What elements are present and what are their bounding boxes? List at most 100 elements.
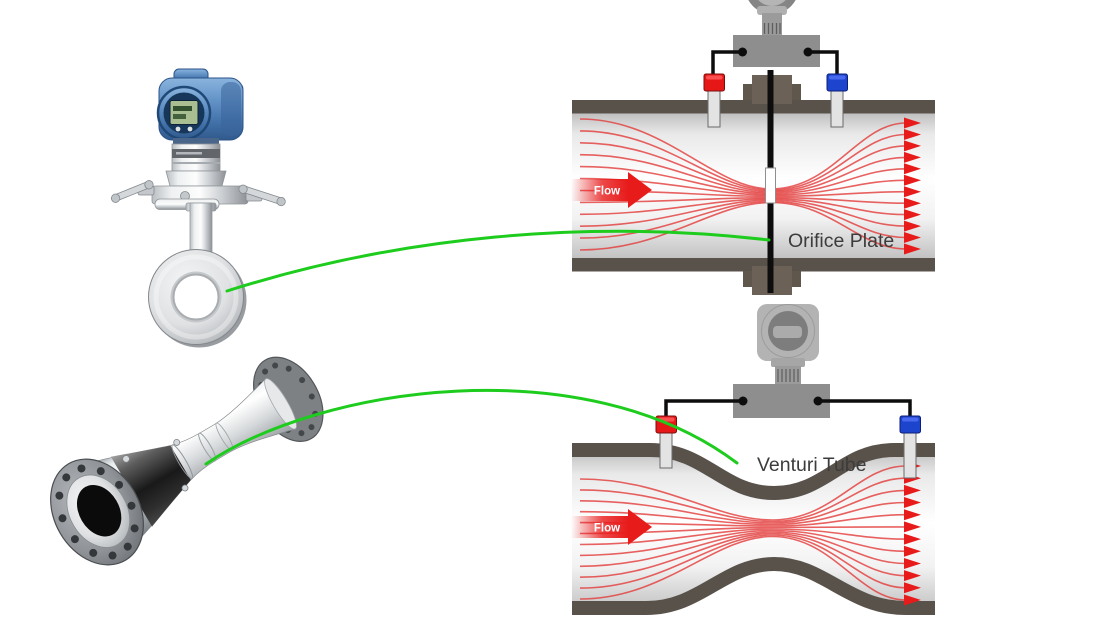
tap-bolt: [122, 455, 130, 463]
connector-line-venturi: [204, 388, 739, 466]
label-band-text: [176, 152, 202, 155]
orifice-diagram: Flow: [571, 0, 935, 295]
housing-side-shade: [221, 82, 241, 136]
flow-streamline: [579, 501, 907, 526]
sensor-module: [165, 170, 227, 187]
transmitter-collar: [771, 358, 805, 367]
venturi-tube-label: Venturi Tube: [757, 454, 867, 476]
flange-bolt-hole: [123, 542, 132, 551]
flow-streamline: [579, 528, 907, 546]
flow-arrow-head: [628, 172, 652, 208]
valve-handle-right: [238, 184, 286, 207]
flange-bolt-hole: [96, 467, 105, 476]
flange-bolt-hole: [58, 514, 67, 523]
cylinder-groove: [172, 162, 220, 164]
neck-threads: [763, 23, 781, 34]
flow-arrowhead: [904, 163, 921, 175]
flange-bolt-hole: [70, 535, 79, 544]
flow-streamline: [579, 489, 907, 524]
handle-knob: [276, 196, 286, 207]
flow-arrowhead: [904, 117, 921, 129]
tap-valve-low-blue: [899, 415, 921, 479]
flow-arrowhead: [904, 521, 921, 533]
flange-bolt-hole: [308, 424, 315, 431]
lcd-button: [187, 126, 193, 132]
pipe-wall-top: [572, 100, 935, 114]
handle-knob: [144, 180, 154, 190]
valve-stem: [707, 87, 721, 128]
flange-tab: [791, 271, 801, 287]
valve-stem: [830, 87, 844, 128]
flow-arrow-label: Flow: [594, 523, 620, 535]
flange-bolt-hole: [89, 548, 98, 557]
flow-streamline: [579, 535, 907, 601]
lcd-screen: [169, 100, 199, 125]
flow-arrowhead: [904, 533, 921, 545]
flange-inlet-holes: [55, 464, 139, 560]
flow-arrowhead: [904, 174, 921, 186]
flange-tab: [743, 84, 753, 100]
handle-knob: [238, 184, 248, 194]
venturi-tube-photo: [50, 356, 324, 566]
flow-arrow: Flow: [571, 172, 652, 208]
flow-streamline: [579, 529, 907, 557]
flow-arrowhead: [904, 582, 921, 594]
flow-arrow-label: Flow: [594, 186, 620, 198]
flow-streamline: [579, 532, 907, 578]
flange-bolt-hole: [115, 480, 124, 489]
flange-tab: [743, 271, 753, 287]
streamlines-venturi: [579, 460, 921, 606]
flow-streamline: [579, 465, 907, 521]
tap-bolt: [173, 439, 181, 446]
flow-arrowhead: [904, 220, 921, 232]
housing-base-band: [173, 138, 219, 145]
flow-arrow-body: [571, 516, 628, 538]
flange-bolt-hole: [262, 368, 269, 375]
flow-arrowhead: [904, 545, 921, 557]
flow-arrowhead: [904, 484, 921, 496]
transmitter-display: [773, 326, 802, 338]
lcd-button: [175, 126, 181, 132]
impulse-port-dot: [738, 47, 747, 57]
flow-arrowhead: [904, 558, 921, 569]
transmitter-head-face: [758, 0, 786, 6]
flow-streamline: [579, 477, 907, 523]
flow-streamline: [579, 531, 907, 568]
handle-knob: [111, 193, 121, 203]
flow-arrowhead: [904, 509, 921, 521]
dp-transmitter-symbol-venturi: [664, 304, 912, 418]
impulse-line-high: [711, 50, 742, 75]
flange-bolt-hole: [77, 464, 86, 473]
flow-arrowhead: [904, 186, 921, 198]
valve-handle-left: [111, 180, 154, 203]
flow-arrowhead: [904, 594, 921, 606]
venturi-wall-top: [572, 443, 935, 501]
flange-bolt-hole: [285, 365, 292, 372]
tap-bolt: [181, 484, 189, 492]
flange-bolt-hole: [298, 430, 305, 437]
transmitter-neck: [775, 366, 801, 384]
pipe-wall-bottom: [572, 258, 935, 272]
flange-bolt-hole: [62, 473, 71, 482]
flow-arrow-body: [571, 179, 628, 201]
dp-transmitter-photo: [111, 68, 286, 348]
valve-stem: [903, 429, 917, 479]
connector-line-orifice: [225, 229, 771, 293]
orifice-plate-label: Orifice Plate: [788, 230, 894, 252]
venturi-wall-bottom: [572, 556, 935, 615]
tap-valve-high-red: [703, 73, 725, 128]
impulse-line-low: [818, 399, 912, 417]
flow-arrow-head: [628, 509, 652, 545]
lcd-digits: [173, 114, 186, 119]
flange-bolt-hole: [108, 551, 117, 560]
flow-streamline: [579, 534, 907, 589]
flow-arrowhead: [904, 209, 921, 221]
throat-seam: [198, 432, 217, 462]
flow-streamline: [579, 526, 907, 535]
orifice-ring-sheen: [153, 254, 239, 340]
flange-bolt-hole: [127, 501, 136, 510]
throat-seam: [171, 444, 194, 480]
lcd-digits: [173, 106, 192, 111]
inlet-bore: [76, 484, 122, 537]
